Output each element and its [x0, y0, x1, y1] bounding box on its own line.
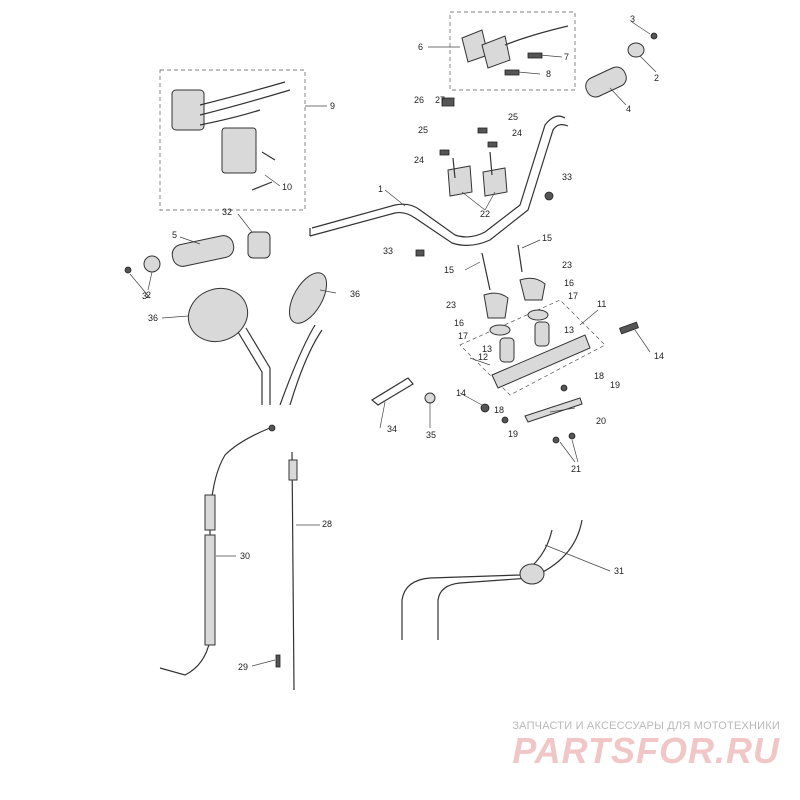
callout-26: 26 — [414, 95, 424, 105]
callout-32: 32 — [222, 207, 232, 217]
right-switch-assembly-part-6 — [461, 25, 569, 76]
callout-14-left: 14 — [456, 388, 466, 398]
callout-9: 9 — [330, 101, 335, 111]
riser-assembly-part-11 — [480, 244, 639, 444]
bolt-part-33-top — [544, 191, 554, 201]
callout-12: 12 — [478, 352, 488, 362]
left-switch-assembly-part-9 — [171, 81, 291, 191]
callout-2-left: 2 — [146, 290, 151, 300]
callout-21: 21 — [571, 464, 581, 474]
callout-24-left: 24 — [414, 155, 424, 165]
left-grip-part-5 — [124, 231, 271, 274]
callout-25-left: 25 — [418, 125, 428, 135]
callout-11: 11 — [597, 299, 606, 309]
callout-4: 4 — [626, 104, 631, 114]
watermark: ЗАПЧАСТИ И АКСЕССУАРЫ ДЛЯ МОТОТЕХНИКИ PA… — [512, 720, 780, 772]
callout-1: 1 — [378, 184, 383, 194]
callout-3-left: 3 — [142, 291, 147, 301]
callout-19-left: 19 — [508, 429, 518, 439]
callout-27: 27 — [435, 95, 445, 105]
callout-14-right: 14 — [654, 351, 664, 361]
callout-36-left: 36 — [148, 313, 158, 323]
right-mirror-part-36 — [279, 272, 328, 406]
throttle-cable-part-28 — [275, 451, 298, 691]
callout-19-right: 19 — [610, 380, 620, 390]
bolt-part-33-left — [415, 249, 425, 257]
callout-5: 5 — [172, 230, 177, 240]
callout-20: 20 — [596, 416, 606, 426]
callout-18-right: 18 — [594, 371, 604, 381]
callout-33-right: 33 — [562, 172, 572, 182]
leader-lines — [129, 21, 657, 667]
switch-assembly-box-6 — [449, 11, 576, 91]
callout-24-right: 24 — [512, 128, 522, 138]
clip-part-34 — [370, 377, 414, 406]
callout-10: 10 — [282, 182, 292, 192]
callout-13-right: 13 — [564, 325, 574, 335]
callout-7: 7 — [564, 52, 569, 62]
callout-6: 6 — [418, 42, 423, 52]
callout-25-right: 25 — [508, 112, 518, 122]
throttle-cables-part-31 — [401, 519, 583, 640]
callout-15-right: 15 — [542, 233, 552, 243]
callout-31: 31 — [614, 566, 624, 576]
callout-16-right: 16 — [564, 278, 574, 288]
clutch-cable-part-30 — [159, 424, 276, 676]
callout-29: 29 — [238, 662, 248, 672]
switch-assembly-box-9 — [159, 69, 306, 211]
watermark-logo: PARTSFOR.RU — [512, 730, 780, 771]
bolt-part-35 — [424, 392, 436, 404]
callout-35: 35 — [426, 430, 436, 440]
callout-33-left: 33 — [383, 246, 393, 256]
callout-13-left: 13 — [482, 344, 492, 354]
callout-28: 28 — [322, 519, 332, 529]
callout-23-right: 23 — [562, 260, 572, 270]
callout-2-right: 2 — [654, 73, 659, 83]
callout-3-right: 3 — [630, 14, 635, 24]
left-mirror-part-36 — [187, 288, 271, 405]
watermark-tagline: ЗАПЧАСТИ И АКСЕССУАРЫ ДЛЯ МОТОТЕХНИКИ — [512, 720, 780, 732]
callout-22: 22 — [480, 209, 490, 219]
right-grip-part-4 — [585, 32, 658, 98]
callout-36-right: 36 — [350, 289, 360, 299]
callout-17-right: 17 — [568, 291, 578, 301]
callout-23-left: 23 — [446, 300, 456, 310]
upper-clamps-part-22 — [439, 97, 508, 197]
callout-8: 8 — [546, 69, 551, 79]
callout-30: 30 — [240, 551, 250, 561]
callout-labels: 1 2 2 3 3 4 5 6 7 8 9 10 11 12 13 13 14 … — [142, 14, 664, 672]
callout-34: 34 — [387, 424, 397, 434]
callout-16-left: 16 — [454, 318, 464, 328]
callout-18-left: 18 — [494, 405, 504, 415]
callout-17-left: 17 — [458, 331, 468, 341]
handlebar-part-1 — [309, 115, 569, 246]
callout-15-left: 15 — [444, 265, 454, 275]
